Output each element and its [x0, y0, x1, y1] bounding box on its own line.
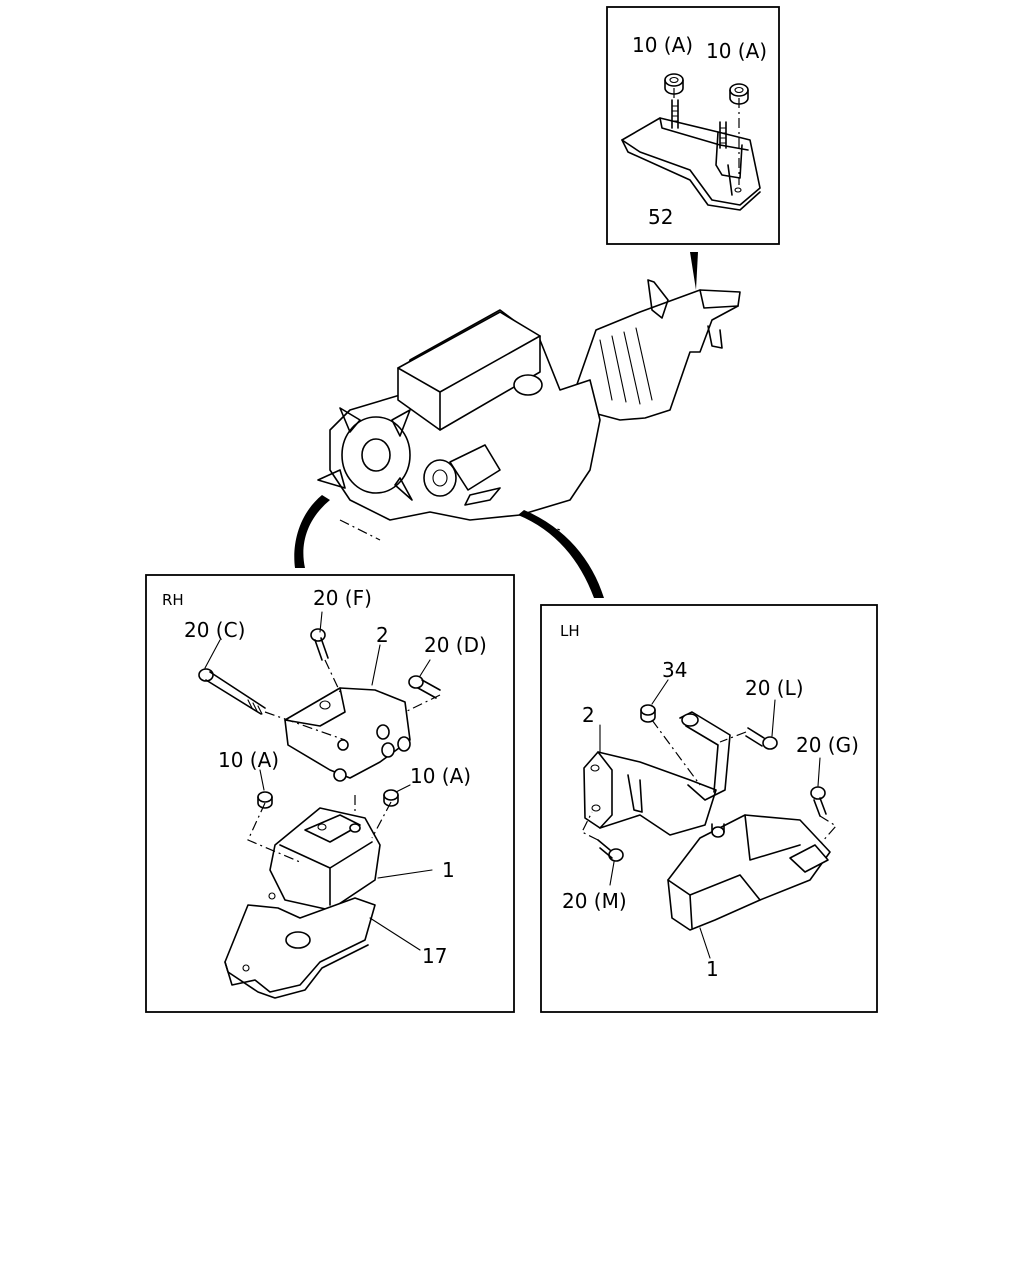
rh-label-20d: 20 (D): [424, 633, 487, 657]
mount-part-52: [621, 88, 761, 211]
rh-plate-17: [224, 892, 376, 999]
lh-detail-box: LH: [540, 604, 878, 1013]
bolt-20d: [408, 675, 441, 699]
rh-title: RH: [162, 591, 184, 609]
lh-label-2: 2: [582, 703, 595, 727]
alternator: [449, 444, 501, 491]
pulley: [423, 459, 457, 497]
rh-label-20c: 20 (C): [184, 618, 245, 642]
top-detail-box: 10 (A) 10 (A) 52: [606, 6, 780, 245]
transmission: [574, 289, 741, 421]
lh-title: LH: [560, 622, 580, 640]
lh-label-34: 34: [662, 658, 687, 682]
rh-label-17: 17: [422, 944, 447, 968]
rh-bracket-2: [264, 659, 441, 782]
lh-nut-34: [640, 704, 656, 723]
top-label-10a-left: 10 (A): [632, 33, 693, 57]
bolt-20f: [310, 628, 329, 661]
rh-mount-1: [247, 795, 392, 911]
lh-label-20g: 20 (G): [796, 733, 859, 757]
engine-assembly: [317, 279, 741, 541]
lh-bracket-2: [581, 711, 837, 843]
rh-pointer: [294, 495, 330, 568]
bolt-20l: [745, 727, 778, 750]
bolt-20c: [198, 668, 266, 715]
rh-label-10a-left: 10 (A): [218, 748, 279, 772]
rh-label-2: 2: [376, 623, 389, 647]
top-label-52: 52: [648, 205, 673, 229]
rh-label-20f: 20 (F): [313, 586, 372, 610]
bolt-20m: [597, 839, 624, 862]
cooling-fan: [317, 407, 413, 501]
rh-label-1: 1: [442, 858, 455, 882]
top-pointer: [690, 252, 698, 290]
lh-mount-1: [667, 814, 831, 931]
top-label-10a-right: 10 (A): [706, 39, 767, 63]
valve-cover: [397, 311, 541, 431]
lh-label-20m: 20 (M): [562, 889, 627, 913]
rh-label-10a-right: 10 (A): [410, 764, 471, 788]
rh-detail-box: RH: [145, 574, 515, 1013]
rh-nut-right: [383, 789, 399, 807]
lh-label-20l: 20 (L): [745, 676, 804, 700]
oil-cap: [513, 374, 543, 396]
lh-pointer: [518, 510, 604, 598]
lh-label-1: 1: [706, 957, 719, 981]
rh-nut-left: [257, 791, 273, 809]
bolt-20g: [810, 786, 827, 817]
